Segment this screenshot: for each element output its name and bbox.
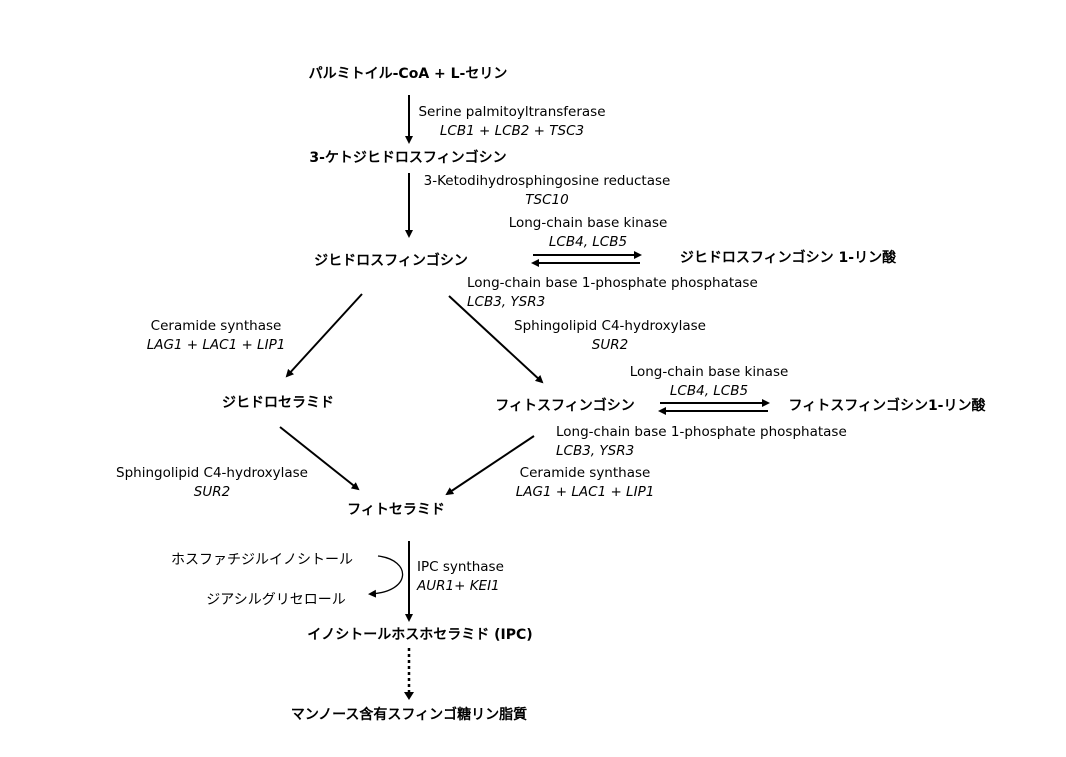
label-long-chain-base-kinase-2: Long-chain base kinase LCB4, LCB5 [630, 363, 789, 401]
gene-names: LAG1 + LAC1 + LIP1 [515, 484, 655, 500]
arrowhead-dotted-mannose [404, 692, 414, 700]
arrow-hydroxylase-1 [448, 295, 544, 384]
node-palmitoyl-coa-serine: パルミトイル-CoA + L-セリン [308, 66, 508, 82]
enzyme-name: Sphingolipid C4-hydroxylase [116, 465, 308, 481]
enzyme-name: Sphingolipid C4-hydroxylase [514, 318, 706, 334]
gene-names: LAG1 + LAC1 + LIP1 [146, 337, 286, 353]
gene-names: LCB3, YSR3 [556, 443, 635, 459]
label-c4-hydroxylase-1: Sphingolipid C4-hydroxylase SUR2 [514, 317, 706, 355]
label-lcb-phosphatase-1: Long-chain base 1-phosphate phosphatase … [467, 274, 758, 312]
enzyme-name: Long-chain base kinase [629, 364, 789, 380]
node-dihydrosphingosine: ジヒドロスフィンゴシン [314, 253, 468, 269]
node-phytoceramide: フィトセラミド [347, 502, 445, 518]
node-ipc: イノシトールホスホセラミド (IPC) [307, 627, 533, 643]
label-ipc-synthase: IPC synthase AUR1+ KEI1 [417, 558, 504, 596]
node-phosphatidylinositol: ホスファチジルイノシトール [171, 552, 353, 568]
label-ceramide-synthase-1: Ceramide synthase LAG1 + LAC1 + LIP1 [147, 317, 286, 355]
label-c4-hydroxylase-2: Sphingolipid C4-hydroxylase SUR2 [116, 464, 308, 502]
gene-names: TSC10 [525, 192, 569, 208]
arrow-ceramide-synthase-1 [285, 293, 363, 378]
label-ceramide-synthase-2: Ceramide synthase LAG1 + LAC1 + LIP1 [516, 464, 655, 502]
node-3-ketodihydrosphingosine: 3-ケトジヒドロスフィンゴシン [309, 150, 507, 166]
node-mannose-sphingolipid: マンノース含有スフィンゴ糖リン脂質 [290, 707, 528, 723]
enzyme-name: Long-chain base 1-phosphate phosphatase [467, 275, 758, 291]
arrow-pi-to-dag [368, 555, 404, 598]
arrow-hydroxylase-2 [279, 426, 360, 491]
label-serine-palmitoyltransferase: Serine palmitoyltransferase LCB1 + LCB2 … [418, 103, 605, 141]
enzyme-name: IPC synthase [417, 559, 504, 575]
enzyme-name: Long-chain base 1-phosphate phosphatase [556, 424, 847, 440]
node-diacylglycerol: ジアシルグリセロール [206, 592, 346, 608]
enzyme-name: Long-chain base kinase [508, 215, 668, 231]
gene-names: LCB3, YSR3 [467, 294, 546, 310]
gene-names: AUR1+ KEI1 [417, 578, 500, 594]
arrow-ceramide-synthase-2 [445, 435, 535, 496]
enzyme-name: Ceramide synthase [519, 465, 651, 481]
node-phytosphingosine: フィトスフィンゴシン [495, 398, 635, 414]
node-dihydrosphingosine-1-phosphate: ジヒドロスフィンゴシン 1-リン酸 [679, 250, 897, 266]
enzyme-name: 3-Ketodihydrosphingosine reductase [423, 173, 671, 189]
gene-names: SUR2 [591, 337, 629, 353]
gene-names: LCB4, LCB5 [548, 234, 628, 250]
gene-names: LCB1 + LCB2 + TSC3 [439, 123, 585, 139]
gene-names: LCB4, LCB5 [669, 383, 749, 399]
label-ketodihydrosphingosine-reductase: 3-Ketodihydrosphingosine reductase TSC10 [424, 172, 671, 210]
label-long-chain-base-kinase-1: Long-chain base kinase LCB4, LCB5 [509, 214, 668, 252]
node-dihydroceramide: ジヒドロセラミド [222, 395, 334, 411]
enzyme-name: Ceramide synthase [150, 318, 282, 334]
enzyme-name: Serine palmitoyltransferase [418, 104, 606, 120]
node-phytosphingosine-1-phosphate: フィトスフィンゴシン1-リン酸 [788, 398, 986, 414]
gene-names: SUR2 [193, 484, 231, 500]
label-lcb-phosphatase-2: Long-chain base 1-phosphate phosphatase … [556, 423, 847, 461]
